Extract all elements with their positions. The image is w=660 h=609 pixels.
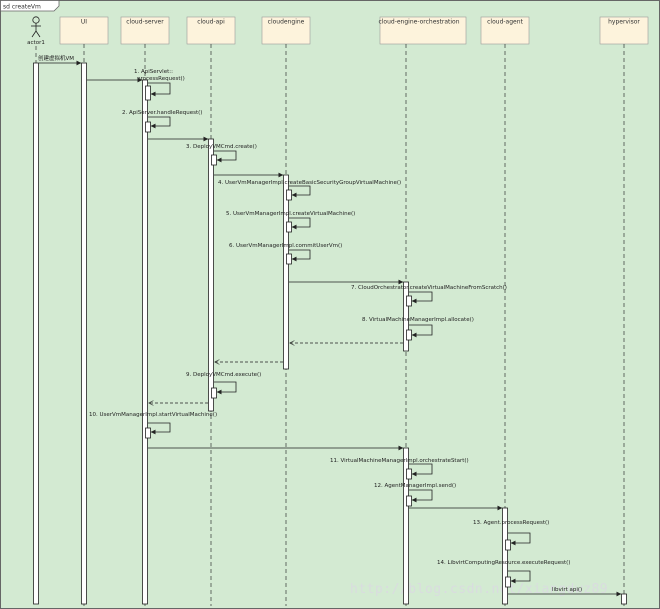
message-15-label: libvirt api() [552, 587, 582, 593]
lifeline-agent: cloud-agent [480, 16, 530, 606]
lifeline-hyper-label: hypervisor [608, 19, 640, 26]
activation-orch-1 [403, 281, 409, 352]
watermark: http://blog.csdn.net/xiangdwz89 [350, 582, 608, 597]
activation-orch-self-11 [406, 468, 412, 480]
activation-api-self-9 [211, 387, 217, 399]
message-0-label: 创建虚拟机VM [38, 54, 74, 62]
actor-label: actor1 [27, 40, 45, 46]
message-14-label: 14. LibvirtComputingResource.executeRequ… [437, 560, 570, 566]
activation-api [208, 138, 214, 412]
activation-engine-self-5 [286, 221, 292, 233]
activation-orch-self-7 [406, 295, 412, 307]
lifeline-engine-label: cloudengine [268, 19, 305, 26]
message-3-label: 3. DeployVMCmd.create() [186, 144, 257, 150]
message-2-arrow [148, 116, 171, 129]
message-5-label: 5. UserVmManagerImpl.createVirtualMachin… [226, 211, 355, 217]
message-6-arrow [289, 249, 311, 262]
activation-agent-self-14 [505, 576, 511, 588]
activation-server-self-1 [145, 85, 151, 101]
actor-figure [31, 16, 41, 38]
message-10-label: 10. UserVmManagerImpl.startVirtualMachin… [89, 412, 217, 418]
lifeline-agent-label: cloud-agent [487, 19, 523, 26]
activation-server-self-10 [145, 427, 151, 439]
message-1-arrow [148, 82, 171, 97]
message-13-label: 13. Agent.processRequest() [473, 520, 549, 526]
activation-agent-self-13 [505, 539, 511, 551]
message-9-label: 9. DeployVMCmd.execute() [186, 372, 261, 378]
activation-orch-2 [403, 447, 409, 605]
activation-ui [81, 62, 87, 605]
lifeline-hyper: hypervisor [599, 16, 649, 606]
message-8-arrow [409, 324, 433, 338]
activation-hyper [621, 593, 627, 605]
lifeline-orch-label: cloud-engine-orchestration [378, 19, 459, 26]
message-7-self-arrow [409, 291, 433, 304]
message-5-arrow [289, 217, 311, 230]
activation-orch-self-8 [406, 329, 412, 341]
lifeline-ui-label: UI [81, 19, 87, 26]
message-12-arrow [409, 489, 433, 503]
activation-api-self-3 [211, 154, 217, 166]
message-13-arrow [508, 532, 531, 546]
message-3-arrow [214, 150, 237, 163]
activation-server [142, 79, 148, 605]
activation-orch-self-12 [406, 495, 412, 507]
message-1-label-line2: processRequest() [137, 76, 185, 82]
lifeline-api-label: cloud-api [197, 19, 225, 26]
message-14-arrow [508, 570, 531, 584]
lifeline-server-label: cloud-server [126, 19, 164, 26]
activation-engine [283, 174, 289, 370]
message-1-label-line1: 1. ApiServlet:: [134, 69, 173, 75]
message-4-arrow [289, 185, 311, 198]
activation-server-self-2 [145, 121, 151, 133]
frame-tab [0, 0, 60, 12]
activation-engine-self-6 [286, 253, 292, 265]
message-8-label: 8. VirtualMachineManagerImpl.allocate() [362, 317, 474, 323]
frame-label: sd createVm [3, 4, 41, 11]
message-7-label: 7. CloudOrchestrator.createVirtualMachin… [351, 285, 507, 291]
message-11-label: 11. VirtualMachineManagerImpl.orchestrat… [330, 458, 469, 464]
activation-engine-self-4 [286, 189, 292, 201]
message-9-arrow [214, 381, 237, 395]
activation-agent [502, 507, 508, 605]
message-2-label: 2. ApiServer.handleRequest() [122, 110, 202, 116]
message-6-label: 6. UserVmManagerImpl.commitUserVm() [229, 243, 342, 249]
message-12-label: 12. AgentManagerImpl.send() [374, 483, 456, 489]
message-11-arrow [409, 463, 433, 477]
actor-activation [33, 62, 39, 605]
message-4-label: 4. UserVmManagerImpl.createBasicSecurity… [218, 180, 401, 186]
message-10-arrow [148, 422, 171, 435]
